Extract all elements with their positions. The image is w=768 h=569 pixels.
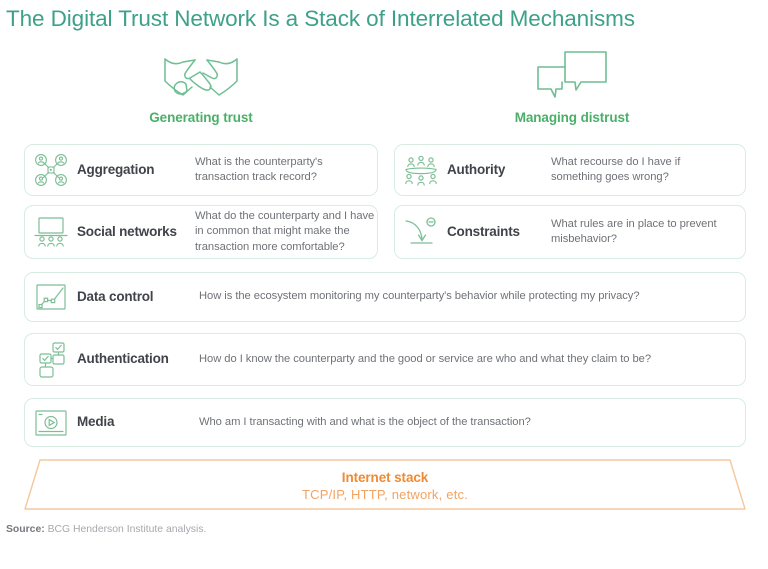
trapezoid-shape <box>24 459 746 510</box>
card-description: How is the ecosystem monitoring my count… <box>199 290 640 303</box>
card-media[interactable]: Media Who am I transacting with and what… <box>24 398 746 447</box>
column-header-generating-trust: Generating trust <box>81 48 321 125</box>
card-aggregation[interactable]: Aggregation What is the counterparty's t… <box>24 144 378 196</box>
page-title: The Digital Trust Network Is a Stack of … <box>6 6 635 31</box>
card-social-networks[interactable]: Social networks What do the counterparty… <box>24 205 378 259</box>
card-description: What rules are in place to prevent misbe… <box>551 217 717 245</box>
curved-arrow-barrier-icon <box>395 216 447 248</box>
people-around-table-icon <box>395 154 447 186</box>
card-data-control[interactable]: Data control How is the ecosystem monito… <box>24 272 746 322</box>
column-header-label: Generating trust <box>149 110 253 125</box>
card-description: How do I know the counterparty and the g… <box>199 352 652 365</box>
source-text: BCG Henderson Institute analysis. <box>44 524 207 535</box>
internet-stack-title: Internet stack <box>341 469 429 485</box>
card-description: What do the counterparty and I have in c… <box>195 210 375 253</box>
column-header-label: Managing distrust <box>514 110 630 125</box>
card-title: Social networks <box>77 223 177 239</box>
card-title: Authority <box>447 161 506 177</box>
card-description: Who am I transacting with and what is th… <box>199 415 531 428</box>
speech-bubbles-icon <box>452 48 692 104</box>
card-description: What recourse do I have if something goe… <box>551 155 681 183</box>
internet-stack-banner[interactable]: Internet stack TCP/IP, HTTP, network, et… <box>24 459 746 510</box>
card-title: Constraints <box>447 223 520 239</box>
line-chart-frame-icon <box>25 283 77 311</box>
card-title: Data control <box>77 288 154 304</box>
card-description: What is the counterparty's transaction t… <box>195 155 323 183</box>
card-constraints[interactable]: Constraints What rules are in place to p… <box>394 205 746 259</box>
source-note: Source: BCG Henderson Institute analysis… <box>6 524 206 535</box>
card-title: Authentication <box>77 351 169 367</box>
checked-boxes-tree-icon <box>25 341 77 378</box>
card-authentication[interactable]: Authentication How do I know the counter… <box>24 333 746 386</box>
column-header-managing-distrust: Managing distrust <box>452 48 692 125</box>
video-play-icon <box>25 409 77 437</box>
source-label: Source: <box>6 524 45 535</box>
card-authority[interactable]: Authority What recourse do I have if som… <box>394 144 746 196</box>
handshake-icon <box>81 48 321 104</box>
screen-with-people-icon <box>25 216 77 248</box>
network-nodes-icon <box>25 153 77 187</box>
card-title: Media <box>77 414 115 430</box>
card-title: Aggregation <box>77 161 155 177</box>
internet-stack-subtitle: TCP/IP, HTTP, network, etc. <box>301 486 469 502</box>
